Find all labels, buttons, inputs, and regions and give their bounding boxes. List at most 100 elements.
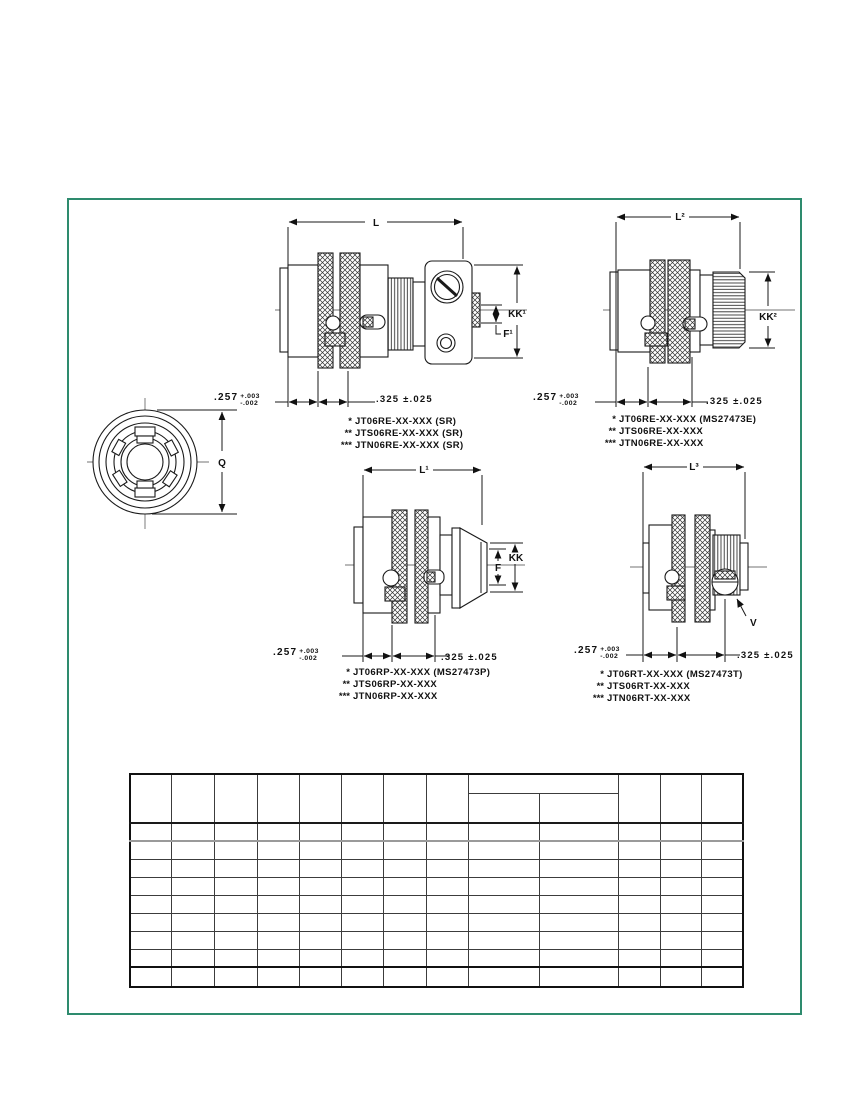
tolerance-257-p: .257 +.003-.002 — [273, 647, 319, 663]
table-cell — [256, 894, 300, 914]
table-cell — [256, 822, 300, 842]
table-subheader-cell — [467, 792, 540, 824]
table-cell — [538, 894, 619, 914]
table-cell — [213, 912, 258, 932]
table-row — [129, 912, 744, 932]
connector-body — [630, 514, 767, 623]
table-cell — [340, 858, 384, 878]
table-cell — [467, 948, 540, 968]
table-cell — [170, 966, 215, 988]
table-subheader-cell — [538, 792, 619, 824]
table-cell — [170, 912, 215, 932]
table-cell — [340, 822, 384, 842]
table-cell — [213, 948, 258, 968]
table-cell — [129, 822, 172, 842]
dim-label-f1: F¹ — [503, 329, 513, 340]
table-cell — [425, 840, 469, 860]
table-cell — [256, 966, 300, 988]
table-cell — [425, 876, 469, 896]
table-cell — [425, 858, 469, 878]
table-cell — [538, 858, 619, 878]
table-row — [129, 930, 744, 950]
table-cell — [170, 930, 215, 950]
table-cell — [382, 930, 427, 950]
table-cell — [425, 894, 469, 914]
table-cell — [467, 822, 540, 842]
table-cell — [340, 894, 384, 914]
table-header-cell — [340, 773, 384, 824]
dim-label-kk2: KK² — [759, 312, 777, 323]
table-header-cell — [700, 773, 744, 824]
table-cell — [700, 876, 744, 896]
part-number-line: **JTS06RE-XX-XXX — [608, 426, 704, 437]
table-cell — [467, 894, 540, 914]
table-cell — [256, 912, 300, 932]
table-cell — [659, 876, 702, 896]
table-cell — [700, 966, 744, 988]
table-cell — [700, 930, 744, 950]
dimension-lines — [275, 218, 523, 407]
tolerance-325-p: .325 ±.025 — [441, 652, 498, 663]
table-cell — [617, 894, 661, 914]
connector-body — [345, 509, 525, 624]
table-cell — [425, 912, 469, 932]
table-cell — [129, 858, 172, 878]
table-cell — [382, 822, 427, 842]
connector-body — [603, 259, 795, 364]
tolerance-257-t: .257 +.003-.002 — [574, 645, 620, 661]
table-cell — [213, 876, 258, 896]
dimension-lines — [342, 466, 523, 662]
table-header-cell — [256, 773, 300, 824]
table-cell — [170, 840, 215, 860]
table-cell — [298, 840, 342, 860]
table-cell — [256, 948, 300, 968]
dim-label-kk1: KK¹ — [508, 309, 526, 320]
tolerance-325-t: .325 ±.025 — [737, 650, 794, 661]
table-cell — [298, 966, 342, 988]
table-cell — [382, 894, 427, 914]
table-cell — [425, 948, 469, 968]
table-cell — [382, 948, 427, 968]
spec-table-body — [129, 822, 744, 988]
table-cell — [340, 948, 384, 968]
connector-e-side-view: L² KK² — [595, 212, 795, 407]
table-cell — [213, 840, 258, 860]
table-cell — [213, 966, 258, 988]
connector-t-side-view: L³ V — [626, 462, 767, 662]
dim-label-v: V — [750, 618, 757, 629]
table-cell — [129, 912, 172, 932]
part-number-line: *JT06RP-XX-XXX (MS27473P) — [346, 667, 491, 678]
table-row — [129, 840, 744, 860]
front-view-body — [87, 398, 209, 529]
table-cell — [170, 858, 215, 878]
table-cell — [467, 930, 540, 950]
table-cell — [256, 930, 300, 950]
spec-table-header — [129, 773, 744, 824]
table-cell — [170, 894, 215, 914]
table-cell — [617, 948, 661, 968]
table-cell — [382, 966, 427, 988]
table-row — [129, 948, 744, 968]
table-header-cell — [129, 773, 172, 824]
table-cell — [256, 876, 300, 896]
part-numbers-sr: *JT06RE-XX-XXX (SR) **JTS06RE-XX-XXX (SR… — [330, 416, 464, 452]
table-cell — [700, 822, 744, 842]
table-header-cell — [213, 773, 258, 824]
table-cell — [467, 966, 540, 988]
table-cell — [425, 966, 469, 988]
table-cell — [170, 876, 215, 896]
part-numbers-t: *JT06RT-XX-XXX (MS27473T) **JTS06RT-XX-X… — [582, 669, 743, 705]
table-cell — [700, 912, 744, 932]
table-row — [129, 822, 744, 842]
part-number-line: **JTS06RE-XX-XXX (SR) — [344, 428, 464, 439]
table-cell — [538, 912, 619, 932]
table-cell — [467, 858, 540, 878]
tolerance-325-e: .325 ±.025 — [706, 396, 763, 407]
connector-sr-side-view: L KK¹ F¹ — [275, 218, 527, 407]
table-cell — [382, 840, 427, 860]
table-cell — [700, 858, 744, 878]
table-cell — [129, 876, 172, 896]
part-number-line: **JTS06RT-XX-XXX — [596, 681, 691, 692]
spec-table — [129, 773, 744, 988]
